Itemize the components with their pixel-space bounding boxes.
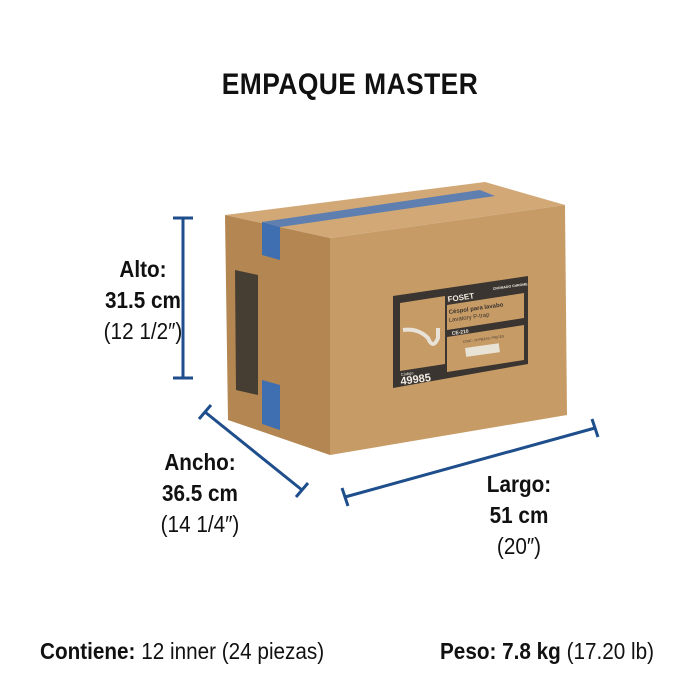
page-title: EMPAQUE MASTER bbox=[221, 68, 479, 101]
box-model: CE-210 bbox=[451, 329, 469, 337]
box-code: 49985 bbox=[400, 372, 432, 388]
box-finish: CROMADO CHROME bbox=[493, 282, 529, 291]
alto-imperial: (12 1/2″) bbox=[103, 318, 183, 344]
box-tape-side bbox=[262, 222, 280, 260]
contents-value: 12 inner (24 piezas) bbox=[141, 638, 325, 664]
weight-info: Peso: 7.8 kg (17.20 lb) bbox=[440, 638, 654, 665]
box-code-label: Código bbox=[400, 370, 414, 377]
ancho-imperial: (14 1/4″) bbox=[160, 511, 240, 537]
ancho-dimension: Ancho: 36.5 cm (14 1/4″) bbox=[161, 447, 240, 540]
box-tape bbox=[262, 190, 495, 227]
box-tape-side-bottom bbox=[262, 380, 280, 430]
box-label-panel-right bbox=[447, 293, 524, 330]
p-trap-icon bbox=[402, 327, 440, 346]
ancho-dimension-line bbox=[204, 410, 303, 492]
alto-metric: 31.5 cm bbox=[105, 287, 181, 313]
largo-imperial: (20″) bbox=[496, 533, 542, 559]
box-contains: CONT.: 24 PIEZAS / PIECES bbox=[463, 334, 505, 344]
box-brand: FOSET bbox=[447, 291, 475, 304]
box-name-en: Lavatory P-trap bbox=[448, 312, 490, 324]
weight-imperial: (17.20 lb) bbox=[566, 638, 655, 664]
contents-info: Contiene: 12 inner (24 piezas) bbox=[40, 638, 324, 665]
contents-label: Contiene: bbox=[40, 638, 136, 664]
largo-dimension-line bbox=[344, 426, 596, 499]
largo-dimension: Largo: 51 cm (20″) bbox=[487, 469, 551, 562]
ancho-metric: 36.5 cm bbox=[162, 480, 238, 506]
alto-dimension: Alto: 31.5 cm (12 1/2″) bbox=[104, 254, 183, 347]
weight-metric: 7.8 kg bbox=[502, 638, 561, 664]
largo-metric: 51 cm bbox=[489, 502, 549, 528]
weight-label: Peso: bbox=[440, 638, 497, 664]
alto-label: Alto: bbox=[119, 256, 167, 282]
box-side-label bbox=[235, 270, 258, 395]
ancho-label: Ancho: bbox=[164, 449, 236, 475]
largo-label: Largo: bbox=[486, 471, 552, 497]
barcode bbox=[465, 343, 500, 357]
